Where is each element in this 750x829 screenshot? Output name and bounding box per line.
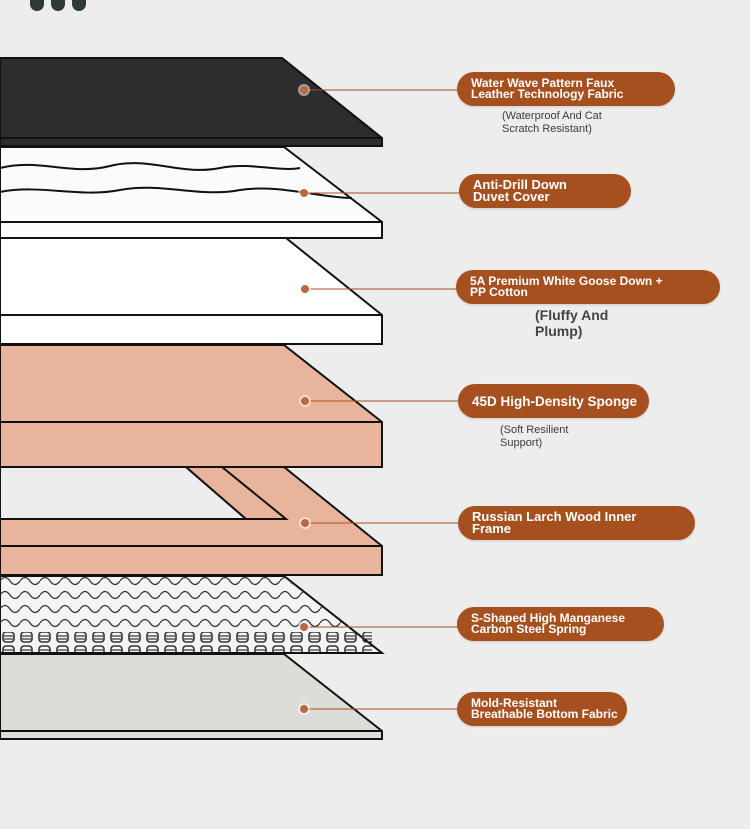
marker-dot [300,705,308,713]
layer-duvet-cover [0,146,383,239]
layer-wood-frame [0,466,383,576]
note-line: Scratch Resistant) [502,123,592,135]
label-line: Frame [472,521,512,536]
label-pill-springs: S-Shaped High Manganese Carbon Steel Spr… [457,607,664,641]
label-line: Water Wave Pattern Faux [471,76,615,90]
layer-springs [0,575,385,654]
label-line: 5A Premium White Goose Down + [470,274,663,288]
indicator-dot [51,0,65,11]
note-line: (Fluffy And [535,307,609,323]
page-indicator [30,0,86,11]
note-goose-down: (Fluffy And Plump) [535,307,608,339]
label-line: PP Cotton [470,285,528,299]
marker-dot [301,285,309,293]
label-line: 45D High-Density Sponge [472,393,638,409]
label-pill-wood-frame: Russian Larch Wood Inner Frame [458,506,695,540]
label-pill-sponge: 45D High-Density Sponge [458,384,649,418]
marker-dot [301,519,309,527]
label-line: Breathable Bottom Fabric [471,707,618,721]
label-pill-duvet-cover: Anti-Drill Down Duvet Cover [459,174,631,208]
marker-dot [301,397,309,405]
marker-dot [300,623,308,631]
indicator-dot [30,0,44,11]
label-line: Anti-Drill Down [473,177,567,192]
note-faux-leather: (Waterproof And Cat Scratch Resistant) [502,110,602,136]
note-sponge: (Soft Resilient Support) [500,424,568,450]
note-line: Support) [500,437,543,449]
label-line: S-Shaped High Manganese [471,611,626,625]
label-line: Mold-Resistant [471,696,558,710]
note-line: (Waterproof And Cat [502,110,602,122]
note-line: (Soft Resilient [500,424,569,436]
layer-faux-leather [0,57,383,147]
layer-sponge [0,344,383,468]
label-line: Russian Larch Wood Inner [472,509,637,524]
layer-bottom-fabric [0,653,383,740]
marker-dot [300,86,308,94]
label-pill-bottom-fabric: Mold-Resistant Breathable Bottom Fabric [457,692,627,726]
indicator-dot [72,0,86,11]
label-line: Carbon Steel Spring [471,622,587,636]
label-pill-goose-down: 5A Premium White Goose Down + PP Cotton [456,270,720,304]
label-line: Leather Technology Fabric [471,87,624,101]
leader-lines [298,84,460,715]
note-line: Plump) [535,323,583,339]
label-line: Duvet Cover [473,189,550,204]
marker-dot [300,189,308,197]
layer-goose-down [0,237,383,345]
label-pill-faux-leather: Water Wave Pattern Faux Leather Technolo… [457,72,675,106]
